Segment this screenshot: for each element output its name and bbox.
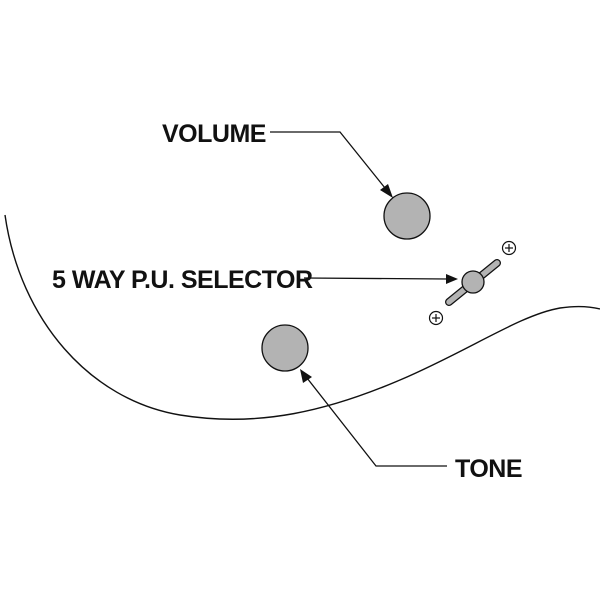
tone-label: TONE: [455, 455, 522, 483]
screw-icon: [501, 240, 517, 256]
tone-knob-icon: [261, 324, 309, 372]
tone-arrowhead: [300, 369, 312, 383]
selector-arrowhead: [446, 274, 458, 284]
volume-arrowhead: [380, 184, 393, 198]
guitar-body-outline: [4, 214, 600, 420]
pickup-selector-switch-icon: [445, 259, 501, 306]
selector-label: 5 WAY P.U. SELECTOR: [52, 266, 313, 294]
volume-knob-icon: [383, 192, 431, 240]
volume-label: VOLUME: [162, 120, 266, 148]
selector-leader-line: [303, 277, 449, 280]
screw-icon: [428, 310, 444, 326]
volume-leader-line: [270, 131, 386, 189]
tone-leader-line: [306, 377, 447, 467]
